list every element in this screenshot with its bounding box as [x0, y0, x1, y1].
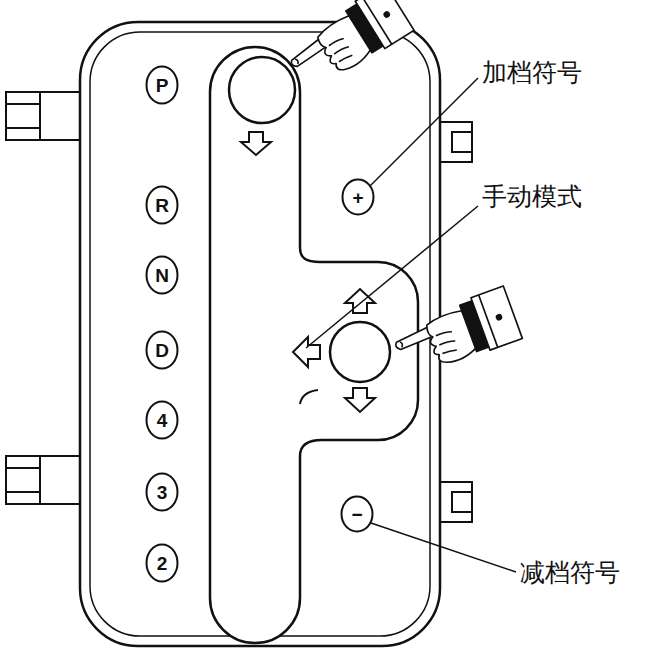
gear-label: 3: [157, 483, 168, 502]
shift-knob: [229, 57, 295, 123]
callout-label: 加档符号: [480, 58, 584, 88]
panel-body: [80, 22, 440, 646]
mounting-tab: [39, 128, 41, 140]
callout-label: 减档符号: [518, 558, 622, 588]
leader-line: [370, 78, 478, 186]
gear-label: R: [155, 196, 169, 215]
mounting-tab: [39, 492, 41, 504]
gear-position-circle: 3: [145, 472, 179, 512]
gear-label: D: [155, 341, 169, 360]
gear-position-circle: P: [145, 65, 179, 105]
leader-line: [368, 522, 516, 572]
gear-position-circle: D: [145, 330, 179, 370]
pointing-hand-top: [282, 0, 415, 95]
mounting-tab: [436, 122, 472, 162]
gear-label: P: [156, 76, 169, 95]
gear-position-circle: 2: [145, 543, 179, 583]
gear-label: N: [155, 266, 169, 285]
pointing-hand-side: [389, 286, 522, 380]
circle-outline: [147, 545, 178, 582]
gear-label: 4: [157, 411, 168, 430]
mounting-tab: [39, 456, 41, 468]
gear-label: −: [351, 505, 362, 524]
circle-outline: [147, 187, 178, 224]
mounting-tab: [39, 92, 41, 104]
mounting-tab: [6, 456, 82, 504]
downshift-symbol: −: [340, 495, 374, 533]
circle-outline: [147, 257, 178, 294]
direction-arrow: [241, 132, 375, 412]
circle-outline: [147, 402, 178, 439]
mounting-tab: [6, 104, 40, 128]
direction-arrow: [293, 337, 320, 367]
shift-knob-manual: [330, 322, 390, 382]
mounting-tab: [452, 492, 472, 512]
gate-divider: [300, 390, 318, 404]
gear-label: +: [352, 188, 363, 207]
direction-arrow: [241, 132, 271, 155]
circle-outline: [147, 332, 178, 369]
mounting-tab: [436, 482, 472, 522]
direction-arrow: [345, 289, 375, 313]
upshift-symbol: +: [341, 178, 375, 216]
mounting-tab: [6, 92, 82, 140]
circle-outline: [147, 67, 178, 104]
panel-body: [80, 22, 440, 646]
gear-position-circle: R: [145, 185, 179, 225]
circle-outline: [343, 180, 374, 215]
circle-outline: [342, 497, 373, 532]
circle-outline: [147, 474, 178, 511]
gear-position-circle: N: [145, 255, 179, 295]
callout-label: 手动模式: [480, 182, 584, 212]
direction-arrow: [345, 388, 375, 412]
gear-position-circle: 4: [145, 400, 179, 440]
shift-gate-slot: [210, 47, 418, 643]
mounting-tab: [6, 468, 40, 492]
mounting-tab: [452, 132, 472, 152]
gear-label: 2: [157, 554, 168, 573]
